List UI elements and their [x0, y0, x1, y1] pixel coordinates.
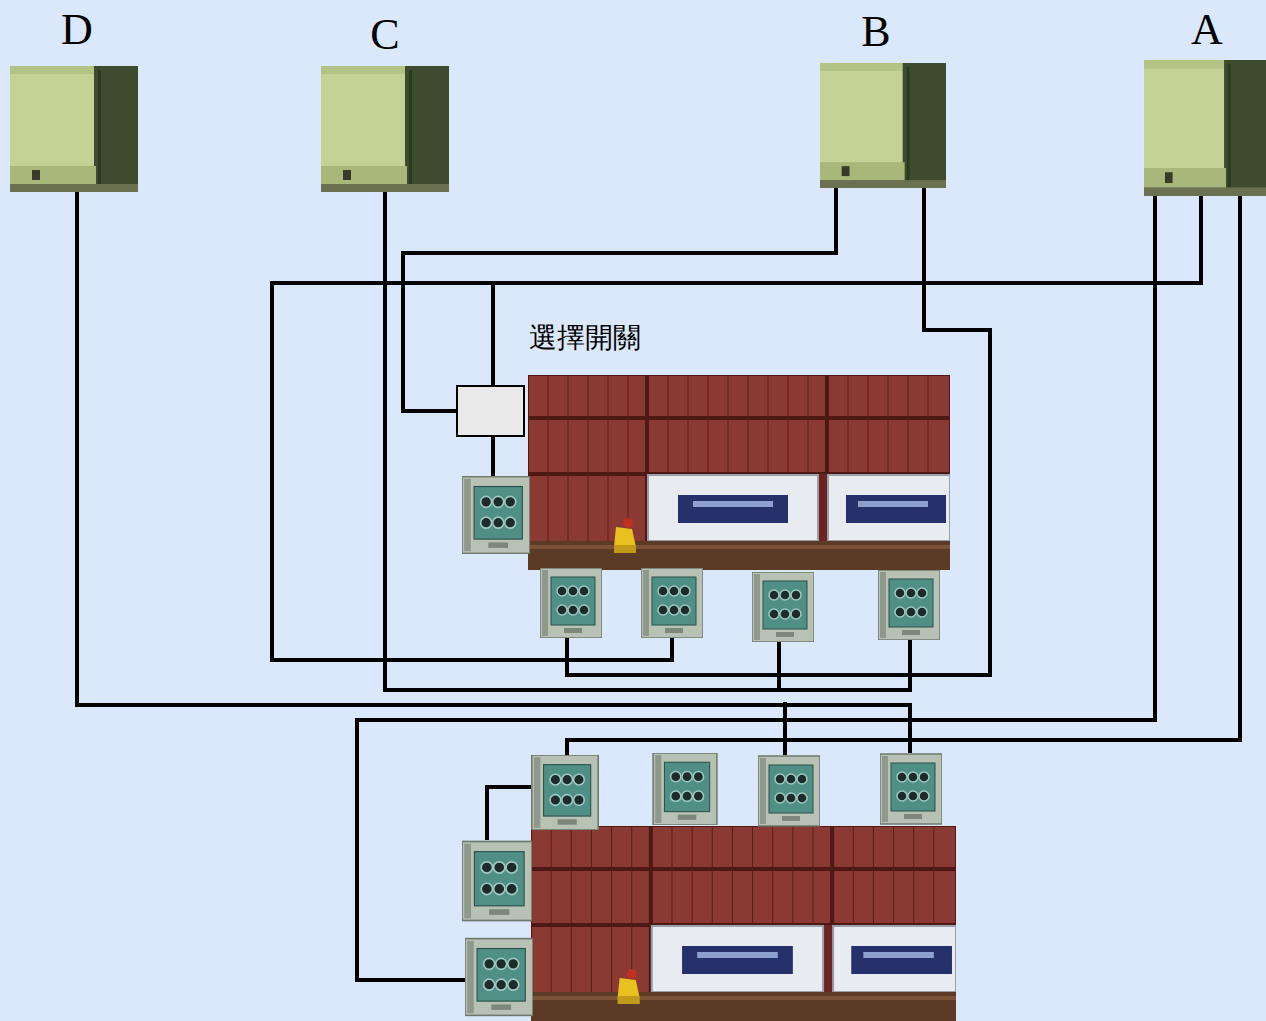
receptacle-symbol	[878, 570, 940, 640]
receptacle-symbol	[641, 568, 703, 638]
transformer-box: D	[10, 66, 138, 192]
switch-label: 選擇開關	[529, 324, 641, 352]
wire-connector	[403, 188, 836, 411]
transformer-label: C	[370, 13, 399, 57]
receptacle-symbol	[540, 568, 602, 638]
transformer-box: C	[321, 66, 449, 192]
receptacle-symbol	[465, 939, 533, 1016]
receptacle-symbol	[880, 754, 942, 824]
transformer-label: D	[61, 8, 93, 52]
receptacle-symbol	[758, 756, 820, 826]
receptacle-group	[462, 477, 942, 1016]
receptacle-symbol	[462, 477, 530, 554]
transformer-label: A	[1191, 8, 1223, 52]
transformer-symbol	[10, 66, 138, 192]
container-yard-photo	[528, 375, 950, 570]
transformer-box: A	[1144, 60, 1266, 196]
wire-connector	[493, 196, 1201, 385]
transformer-symbol	[820, 63, 946, 188]
transformer-label: B	[861, 10, 890, 54]
selector-switch-box: 選擇開關	[456, 385, 525, 437]
receptacle-symbol	[752, 572, 814, 642]
transformer-symbol	[1144, 60, 1266, 196]
receptacle-symbol	[462, 841, 532, 920]
receptacle-symbol	[653, 753, 717, 825]
receptacle-symbol	[532, 755, 598, 830]
transformer-symbol	[321, 66, 449, 192]
transformer-box: B	[820, 63, 946, 188]
container-yard-photo	[531, 826, 956, 1021]
